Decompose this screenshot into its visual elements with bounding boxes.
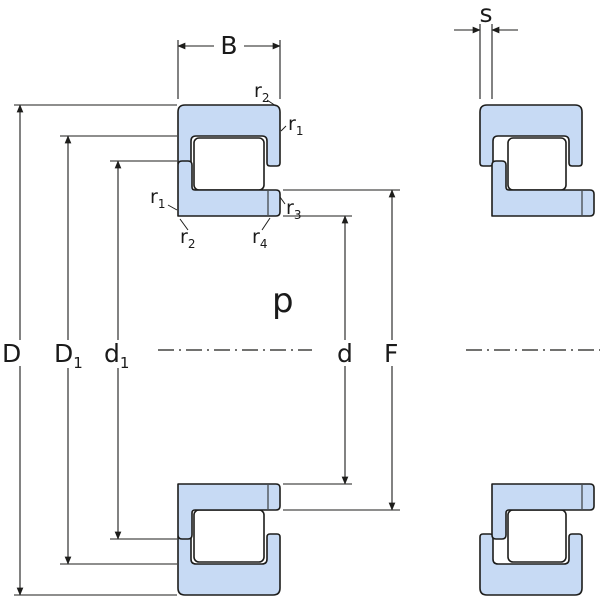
label-halo-D	[0, 340, 24, 366]
leader-r2-inner	[179, 218, 189, 231]
leader-r4-inner	[261, 217, 271, 231]
left-view-cross-section	[177, 104, 281, 596]
dim-label-D: D	[2, 339, 21, 368]
label-halo-F	[380, 340, 404, 366]
dimensions: B s D D1 d1 d F	[0, 0, 518, 596]
watermark-text: p	[272, 281, 294, 321]
dim-label-r2-outer: r2	[254, 80, 269, 105]
dim-label-D1: D1	[54, 339, 83, 372]
label-halo-d	[333, 340, 355, 366]
leader-r2-outer	[266, 99, 277, 107]
inner-ring-bottom-section	[177, 483, 281, 540]
dim-label-r2-inner: r2	[180, 226, 195, 251]
dim-label-r1-outer: r1	[288, 113, 303, 138]
roller-bottom	[193, 509, 265, 563]
dim-label-r3-inner: r3	[286, 197, 301, 222]
inner-ring-top-section-right	[491, 160, 595, 217]
leader-r1-outer	[280, 125, 287, 132]
leader-r1-inner	[167, 204, 178, 211]
roller-top-right	[507, 137, 567, 191]
inner-ring-bottom-section-right	[491, 483, 595, 540]
roller-top	[193, 137, 265, 191]
roller-bottom-right	[507, 509, 567, 563]
right-view-cross-section	[479, 104, 595, 596]
dim-label-F: F	[384, 339, 398, 368]
dim-label-B: B	[220, 31, 237, 60]
leader-r3-inner	[279, 196, 286, 205]
dim-label-r1-inner: r1	[150, 186, 165, 211]
dim-label-d1: d1	[104, 339, 129, 372]
inner-ring-top-section	[177, 160, 281, 217]
label-halo-D1	[50, 340, 84, 368]
dim-label-d: d	[337, 339, 353, 368]
label-halo-d1	[100, 340, 132, 368]
dim-label-s: s	[479, 0, 492, 28]
dim-label-r4-inner: r4	[252, 226, 267, 251]
